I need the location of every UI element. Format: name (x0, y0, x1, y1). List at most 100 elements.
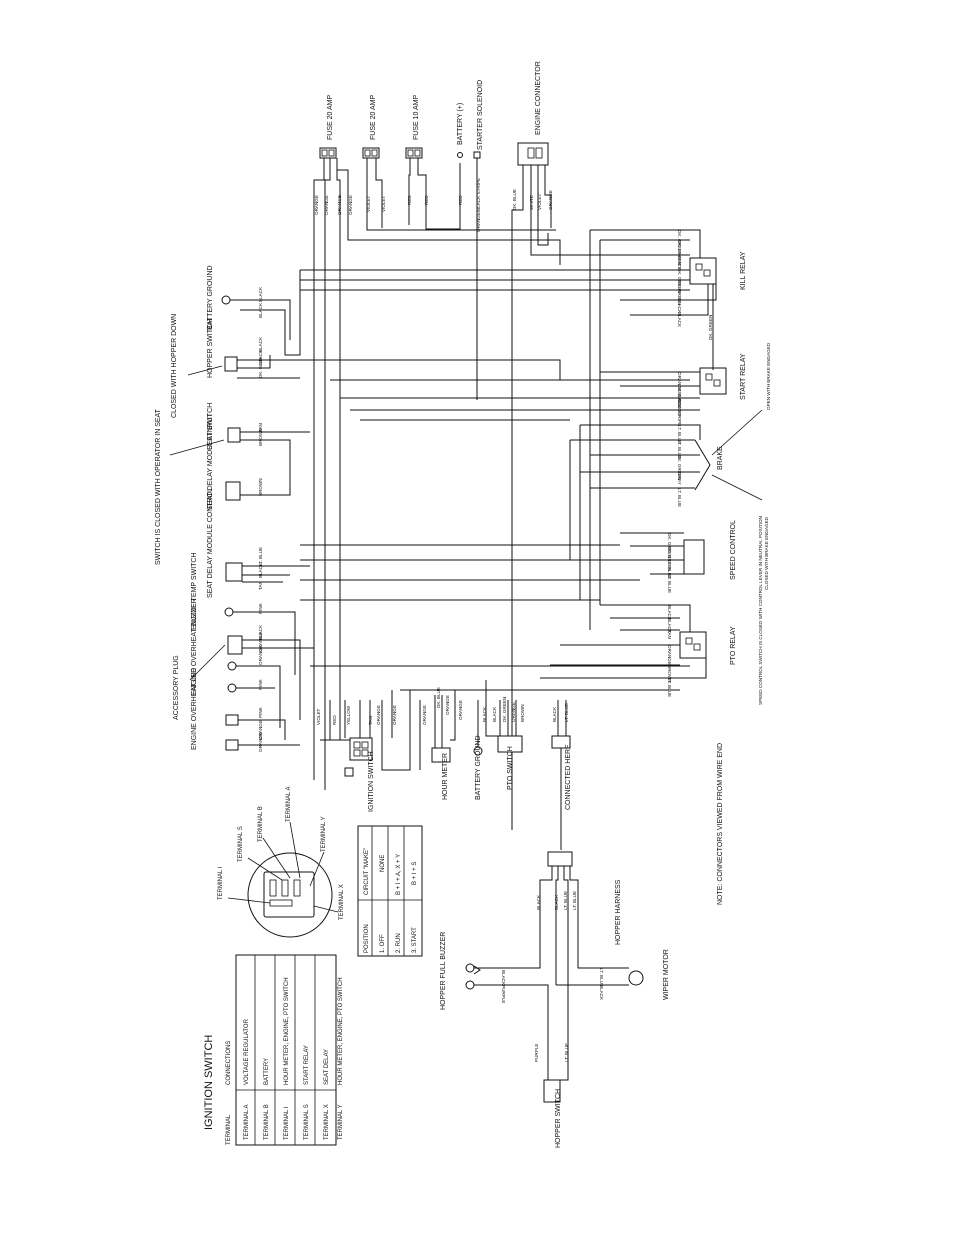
hopper-harness-connector: HOPPER HARNESS (547, 851, 622, 945)
pto-switch: PTO SWITCH (497, 735, 523, 790)
svg-text:DK. GREEN: DK. GREEN (677, 280, 682, 305)
svg-text:WHITE: WHITE (677, 255, 682, 270)
svg-text:BROWN: BROWN (667, 665, 672, 683)
top-wire-labels: ORANGE ORANGE ORANGE ORANGE VIOLET VIOLE… (314, 178, 553, 232)
svg-text:ORANGE: ORANGE (511, 702, 516, 722)
svg-text:ENGINE TEMP SWITCH: ENGINE TEMP SWITCH (191, 552, 198, 630)
svg-text:SEAT DELAY MODULE INPUT: SEAT DELAY MODULE INPUT (207, 413, 214, 510)
kill-relay: KILL RELAY (689, 251, 747, 290)
svg-text:OPEN WITH BRAKE ENGAGED: OPEN WITH BRAKE ENGAGED (766, 342, 771, 410)
note: NOTE: CONNECTORS VIEWED FROM WIRE END (717, 743, 724, 905)
svg-text:ENGINE OVERHEAT LED: ENGINE OVERHEAT LED (191, 668, 198, 750)
svg-text:RED: RED (332, 715, 337, 725)
svg-text:BLACK: BLACK (599, 985, 604, 1001)
left-wire-labels: BLACK BLACK BLACK BLACK DK. BLUE TAN BRO… (258, 286, 263, 752)
terminal-label: TERMINAL B (258, 806, 264, 842)
svg-text:B + I + A, X + Y: B + I + A, X + Y (396, 854, 402, 895)
terminal-label: TERMINAL X (339, 884, 345, 920)
accessory-plug: ACCESSORY PLUG (173, 635, 243, 720)
right-wires (540, 229, 717, 679)
svg-text:PTO SWITCH: PTO SWITCH (507, 746, 514, 790)
hopper-switch-top: HOPPER SWITCH CLOSED WITH HOPPER DOWN (171, 314, 238, 418)
starter-solenoid: STARTER SOLENOID (473, 80, 484, 159)
table-cell: TERMINAL X (324, 1104, 330, 1140)
svg-text:ENGINE CONNECTOR: ENGINE CONNECTOR (535, 61, 542, 135)
hopper-full-buzzer: HOPPER FULL BUZZER (440, 932, 481, 1010)
svg-text:STARTER SOLENOID: STARTER SOLENOID (477, 80, 484, 150)
svg-text:LT. BLUE: LT. BLUE (563, 891, 568, 910)
svg-text:BLACK: BLACK (667, 618, 672, 634)
svg-text:WIPER MOTOR: WIPER MOTOR (663, 949, 670, 1000)
svg-text:HOUR METER: HOUR METER (442, 753, 449, 800)
svg-text:BLACK: BLACK (492, 706, 497, 722)
svg-text:DK. BLUE: DK. BLUE (436, 687, 441, 708)
svg-text:BLACK: BLACK (677, 298, 682, 314)
svg-text:DK. GREEN: DK. GREEN (502, 697, 507, 722)
table-cell: TERMINAL A (244, 1105, 250, 1140)
seat-switch: SEAT SWITCH SWITCH IS CLOSED WITH OPERAT… (155, 403, 241, 565)
svg-text:B + I + S: B + I + S (412, 862, 418, 885)
brake-switch: BRAKE (694, 409, 763, 501)
svg-text:START RELAY: START RELAY (740, 353, 747, 400)
svg-text:LT. BLUE: LT. BLUE (258, 547, 263, 566)
svg-text:PURPLE: PURPLE (534, 1044, 539, 1062)
terminal-label: TERMINAL Y (321, 816, 327, 852)
svg-text:BLACK: BLACK (667, 605, 672, 621)
table-header-terminal: TERMINAL (226, 1114, 232, 1145)
table-cell: SEAT DELAY (324, 1049, 330, 1085)
svg-text:DK. GREEN: DK. GREEN (708, 315, 713, 340)
pto-relay: PTO RELAY SPEED CONTROL SWITCH IS CLOSED… (679, 516, 763, 705)
svg-text:NONE: NONE (380, 855, 386, 872)
svg-text:DK. GREEN: DK. GREEN (677, 268, 682, 293)
bus-wires (300, 269, 700, 691)
svg-text:BLACK: BLACK (258, 349, 263, 365)
svg-text:BROWN: BROWN (258, 478, 263, 496)
svg-text:BATTERY GROUND: BATTERY GROUND (207, 265, 214, 330)
position-table: POSITION CIRCUIT "MAKE" 1. OFF NONE 2. R… (357, 825, 423, 957)
svg-text:GRAY: GRAY (677, 472, 682, 485)
svg-text:BLACK: BLACK (501, 970, 506, 986)
svg-text:VIOLET: VIOLET (381, 195, 386, 212)
svg-text:YELLOW: YELLOW (346, 705, 351, 725)
connected-here: CONNECTED HERE (551, 735, 572, 810)
svg-text:IGNITION SWITCH: IGNITION SWITCH (203, 1035, 215, 1130)
table-cell: BATTERY (264, 1058, 270, 1085)
svg-text:BROWN: BROWN (258, 428, 263, 446)
battery-ground-top: BATTERY GROUND (207, 265, 245, 330)
svg-text:LT. BLUE: LT. BLUE (667, 574, 672, 593)
svg-text:YELLOW: YELLOW (677, 397, 682, 417)
svg-text:BLACK: BLACK (258, 624, 263, 640)
svg-text:3. START: 3. START (412, 927, 418, 953)
ignition-connection-table: TERMINAL CONNECTIONS TERMINAL A VOLTAGE … (226, 954, 344, 1146)
svg-text:SEAT SWITCH: SEAT SWITCH (207, 403, 214, 450)
svg-text:LT. BLUE: LT. BLUE (677, 488, 682, 507)
fuse-20a-2: FUSE 20 AMP (362, 95, 380, 159)
svg-text:ORANGE: ORANGE (324, 195, 329, 215)
fuse-10a: FUSE 10 AMP (405, 95, 423, 159)
terminal-label: TERMINAL A (286, 787, 292, 822)
svg-text:POSITION: POSITION (364, 924, 370, 953)
svg-text:LT. BLUE: LT. BLUE (667, 678, 672, 697)
svg-text:FUSE 20 AMP: FUSE 20 AMP (327, 95, 334, 140)
svg-text:DK. GREEN: DK. GREEN (667, 546, 672, 571)
svg-text:LT. BLUE: LT. BLUE (572, 891, 577, 910)
svg-text:CONNECTED HERE: CONNECTED HERE (565, 744, 572, 810)
svg-text:PINK: PINK (258, 678, 263, 690)
svg-text:ORANGE: ORANGE (258, 645, 263, 665)
svg-text:SEAT DELAY MODULE CONTROL: SEAT DELAY MODULE CONTROL (207, 488, 214, 598)
table-cell: TERMINAL B (264, 1104, 270, 1140)
ignition-title: IGNITION SWITCH (203, 1035, 215, 1130)
svg-text:TAN: TAN (258, 423, 263, 432)
svg-text:PTO RELAY: PTO RELAY (730, 626, 737, 665)
svg-text:BLACK: BLACK (258, 562, 263, 578)
svg-text:LT. BLUE: LT. BLUE (564, 1043, 569, 1062)
svg-text:BATTERY (+): BATTERY (+) (457, 103, 464, 145)
overheat-led: ENGINE OVERHEAT LED (191, 668, 239, 751)
speed-control: SPEED CONTROL CLOSED WITH BRAKE ENGAGED (683, 516, 769, 590)
svg-text:SPEED CONTROL SWITCH IS CLOSED: SPEED CONTROL SWITCH IS CLOSED WITH CONT… (758, 516, 763, 705)
svg-text:BRAKE: BRAKE (717, 446, 724, 470)
svg-text:HOPPER HARNESS: HOPPER HARNESS (615, 879, 622, 945)
svg-text:ORANGE: ORANGE (667, 645, 672, 665)
